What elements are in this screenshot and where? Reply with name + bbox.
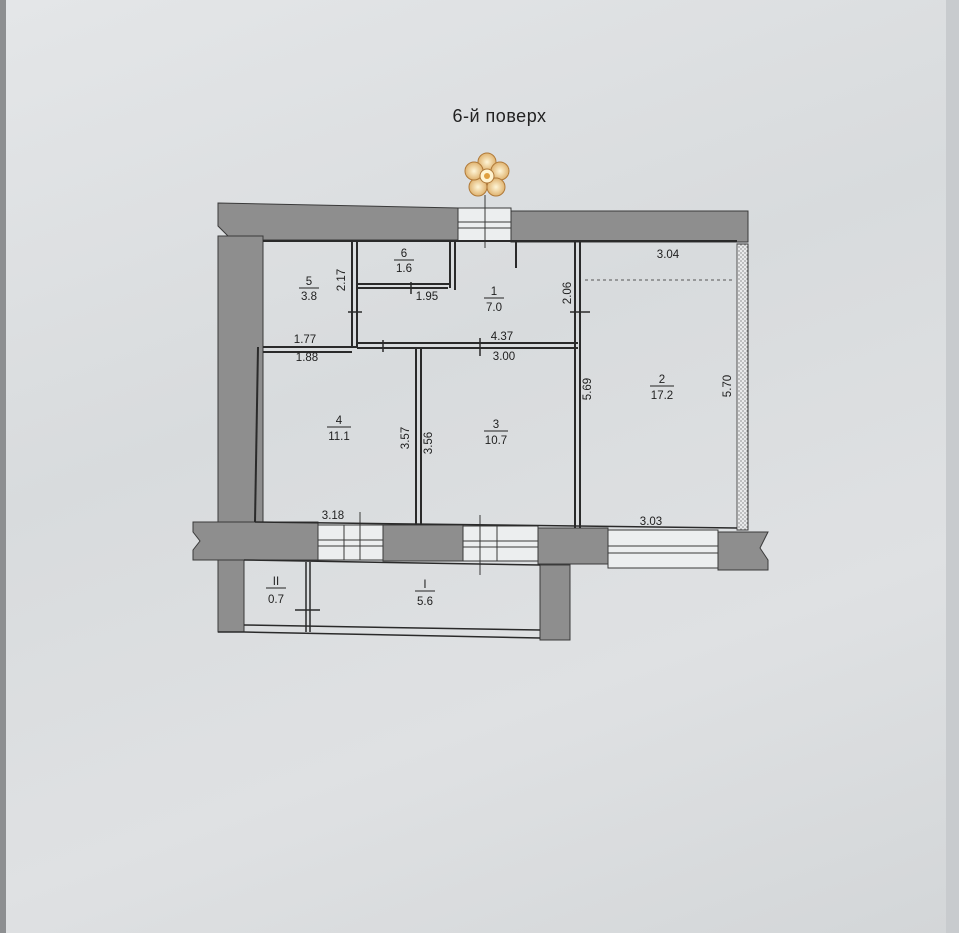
room-6-area: 1.6 [396, 263, 412, 275]
dim-room2-right: 5.70 [722, 375, 734, 397]
room-II-area: 0.7 [268, 594, 284, 606]
dim-room6-bottom: 1.95 [416, 291, 438, 303]
dim-room4-bottom: 3.18 [322, 510, 344, 522]
room2-thin-lines [585, 244, 738, 530]
insulation-strip [736, 243, 749, 531]
balcony-lines [218, 559, 541, 639]
room-5-area: 3.8 [301, 291, 317, 303]
interior-walls [254, 240, 737, 528]
outer-walls [192, 202, 769, 641]
dim-room1-bottom: 4.37 [491, 331, 513, 343]
room-label-I: I 5.6 [415, 579, 435, 608]
page-edge-right [946, 0, 959, 933]
dim-room4-top: 1.88 [296, 352, 318, 364]
dim-room2-bottom: 3.03 [640, 516, 662, 528]
room-1-number: 1 [491, 286, 497, 298]
room-2-area: 17.2 [651, 390, 673, 402]
dimension-labels: 3.04 5.70 5.69 3.03 2.06 4.37 1.95 2.17 … [294, 249, 734, 528]
room-label-3: 3 10.7 [484, 419, 508, 447]
room-label-II: II 0.7 [266, 576, 286, 606]
dim-room4-right: 3.57 [400, 427, 412, 449]
dim-room3-left: 3.56 [423, 432, 435, 454]
room-label-6: 6 1.6 [394, 248, 414, 275]
room-label-4: 4 11.1 [327, 415, 351, 443]
tick-marks [295, 282, 590, 611]
room-label-5: 5 3.8 [299, 276, 319, 303]
room-1-area: 7.0 [486, 302, 502, 314]
dim-room5-bottom: 1.77 [294, 334, 316, 346]
flower-emblem [464, 152, 510, 197]
page-edge-left [0, 0, 6, 933]
room-label-2: 2 17.2 [650, 374, 674, 402]
room-II-number: II [273, 576, 279, 588]
floor-title: 6-й поверх [452, 106, 547, 126]
dim-room3-top: 3.00 [493, 351, 515, 363]
room-label-1: 1 7.0 [484, 286, 504, 314]
dim-room2-left: 5.69 [582, 378, 594, 400]
window-frames [317, 207, 719, 569]
dim-room2-top: 3.04 [657, 249, 680, 261]
room-4-number: 4 [336, 415, 343, 427]
dim-room5-right: 2.17 [336, 269, 348, 291]
room-3-area: 10.7 [485, 435, 507, 447]
room-2-number: 2 [659, 374, 665, 386]
room-I-number: I [423, 579, 426, 591]
room-I-area: 5.6 [417, 596, 433, 608]
room-4-area: 11.1 [328, 431, 350, 443]
room-3-number: 3 [493, 419, 499, 431]
dim-room1-right: 2.06 [562, 282, 574, 304]
room-5-number: 5 [306, 276, 312, 288]
rooms-bottom-line [254, 521, 738, 529]
room-6-number: 6 [401, 248, 407, 260]
window-lines [318, 195, 718, 575]
